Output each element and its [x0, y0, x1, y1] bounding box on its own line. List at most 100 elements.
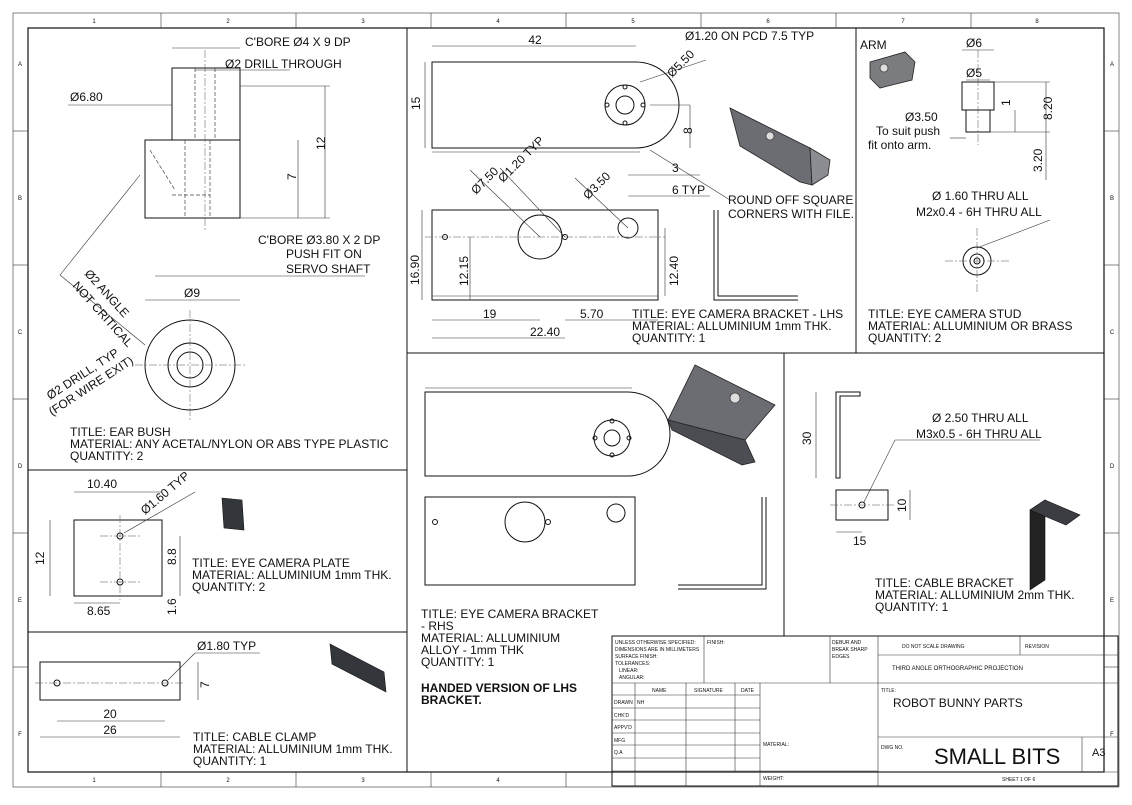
cable-bracket-annotations: 30 10 15 Ø 2.50 THRU ALL M3x0.5 - 6H THR… [800, 411, 1075, 614]
ear-bush-material: MATERIAL: ANY ACETAL/NYLON OR ABS TYPE P… [70, 437, 389, 451]
tb-unless: ANGULAR: [619, 675, 645, 681]
dim-19: 19 [483, 307, 497, 321]
zone-labels: 1 2 3 4 5 6 7 8 1 2 3 4 A B C D E F A B … [18, 19, 1115, 784]
tb-size: A3 [1092, 747, 1105, 759]
zone-row-label: B [18, 196, 22, 202]
tb-title-label: TITLE: [881, 688, 896, 694]
lhs-bracket-annotations: 42 15 Ø1.20 ON PCD 7.5 TYP Ø5.50 8 3 6 T… [408, 29, 854, 345]
dim-3: 3 [672, 161, 679, 175]
dim-30: 30 [800, 431, 814, 445]
tb-unless: UNLESS OTHERWISE SPECIFIED: [615, 640, 696, 646]
stud-drawing [869, 49, 1051, 294]
zone-row-label: F [1110, 732, 1114, 738]
clamp-title: TITLE: CABLE CLAMP [193, 730, 316, 744]
cable-bracket-quantity: QUANTITY: 1 [875, 600, 949, 614]
section-dividers [28, 28, 1104, 772]
dim-1-60-typ: Ø1.60 TYP [138, 469, 192, 518]
zone-row-label: A [18, 62, 22, 68]
lhs-bracket-quantity: QUANTITY: 1 [632, 331, 706, 345]
tb-debur: EDGES [832, 654, 850, 660]
ear-bush-quantity: QUANTITY: 2 [70, 449, 144, 463]
dim-1-6: 1.6 [165, 598, 179, 615]
zone-row-label: C [1110, 330, 1115, 336]
dim-6-80: Ø6.80 [70, 90, 103, 104]
cbore-bottom-note: C'BORE Ø3.80 X 2 DP [258, 233, 380, 247]
zone-col-label: 3 [361, 778, 365, 784]
dim-8-20: 8.20 [1041, 96, 1055, 120]
tb-revision: REVISION [1025, 644, 1049, 650]
tb-dwg-no-value: SMALL BITS [934, 744, 1060, 769]
tb-row-qa: Q.A [614, 750, 623, 756]
push-fit-note: SERVO SHAFT [286, 262, 371, 276]
tb-material-label: MATERIAL: [763, 742, 789, 748]
clamp-material: MATERIAL: ALLUMINIUM 1mm THK. [193, 742, 393, 756]
dim-8: 8 [681, 127, 695, 134]
rhs-bracket-quantity: QUANTITY: 1 [421, 655, 495, 669]
tb-debur: DEBUR AND [832, 640, 862, 646]
ear-bush-annotations: C'BORE Ø4 X 9 DP Ø2 DRILL THROUGH Ø6.80 … [44, 35, 389, 463]
rhs-bracket-material: MATERIAL: ALLUMINIUM [421, 631, 560, 645]
title-block-grid [611, 635, 1119, 787]
zone-row-label: D [18, 464, 23, 470]
handed-note: HANDED VERSION OF LHS [421, 681, 577, 695]
clamp-quantity: QUANTITY: 1 [193, 754, 267, 768]
dim-22-40: 22.40 [530, 325, 560, 339]
dim-12: 12 [314, 136, 328, 150]
zone-col-label: 1 [92, 19, 96, 25]
cbore-top-note: C'BORE Ø4 X 9 DP [245, 35, 351, 49]
zone-col-label: 2 [226, 778, 230, 784]
plate-quantity: QUANTITY: 2 [192, 580, 266, 594]
dim-9: Ø9 [184, 286, 200, 300]
thru-note: M3x0.5 - 6H THRU ALL [916, 427, 1042, 441]
lhs-bracket-drawing [421, 45, 831, 339]
arm-label: ARM [860, 38, 887, 52]
dim-3-50: Ø3.50 [580, 169, 613, 202]
dim-5-50: Ø5.50 [664, 47, 697, 80]
rhs-bracket-annotations: TITLE: EYE CAMERA BRACKET - RHS MATERIAL… [421, 607, 599, 707]
ear-bush-title: TITLE: EAR BUSH [70, 425, 171, 439]
tb-unless: LINEAR: [619, 668, 638, 674]
cable-bracket-drawing [815, 391, 1081, 591]
tb-drawn-name: NH [637, 700, 645, 706]
zone-col-label: 5 [631, 19, 635, 25]
rhs-bracket-title: - RHS [421, 619, 454, 633]
dim-12-15: 12.15 [457, 256, 471, 286]
ear-bush-drawing [59, 47, 365, 420]
tb-row-mfg: MFG [614, 738, 625, 744]
zone-col-label: 8 [1035, 19, 1039, 25]
clamp-drawing [35, 643, 387, 738]
stud-annotations: ARM Ø6 Ø5 1 8.20 3.20 Ø3.50 To suit push… [860, 36, 1073, 345]
stud-material: MATERIAL: ALLUMINIUM OR BRASS [868, 319, 1073, 333]
zone-col-label: 2 [226, 19, 230, 25]
tb-col-date: DATE [741, 688, 755, 694]
dim-10-40: 10.40 [87, 477, 117, 491]
zone-row-label: C [18, 330, 23, 336]
zone-row-label: A [1110, 62, 1114, 68]
dim-20: 20 [103, 707, 117, 721]
dim-8-65: 8.65 [87, 604, 111, 618]
dim-5: Ø5 [966, 66, 982, 80]
tb-col-name: NAME [652, 688, 667, 694]
dim-7: 7 [285, 173, 299, 180]
dim-3-50: Ø3.50 [905, 110, 938, 124]
tb-finish: FINISH: [707, 640, 725, 646]
fit-note: fit onto arm. [868, 138, 931, 152]
zone-row-label: E [1110, 598, 1114, 604]
zone-markers [13, 13, 1119, 787]
drill-through-note: Ø2 DRILL THROUGH [225, 57, 342, 71]
round-off-note: ROUND OFF SQUARE [728, 193, 853, 207]
dim-16-90: 16.90 [408, 255, 422, 285]
tb-dwg-no-label: DWG NO. [881, 745, 904, 751]
dim-12-40: 12.40 [667, 256, 681, 286]
dim-1: 1 [999, 99, 1013, 106]
thru-note: Ø 2.50 THRU ALL [932, 411, 1029, 425]
plate-material: MATERIAL: ALLUMINIUM 1mm THK. [192, 568, 392, 582]
pcd-note: Ø1.20 ON PCD 7.5 TYP [685, 29, 814, 43]
zone-col-label: 4 [496, 778, 500, 784]
dim-6-typ: 6 TYP [672, 183, 705, 197]
dim-15: 15 [853, 534, 867, 548]
tb-do-not-scale: DO NOT SCALE DRAWING [902, 644, 965, 650]
cable-bracket-material: MATERIAL: ALLUMINIUM 2mm THK. [875, 588, 1075, 602]
tb-debur: BREAK SHARP [832, 647, 868, 653]
